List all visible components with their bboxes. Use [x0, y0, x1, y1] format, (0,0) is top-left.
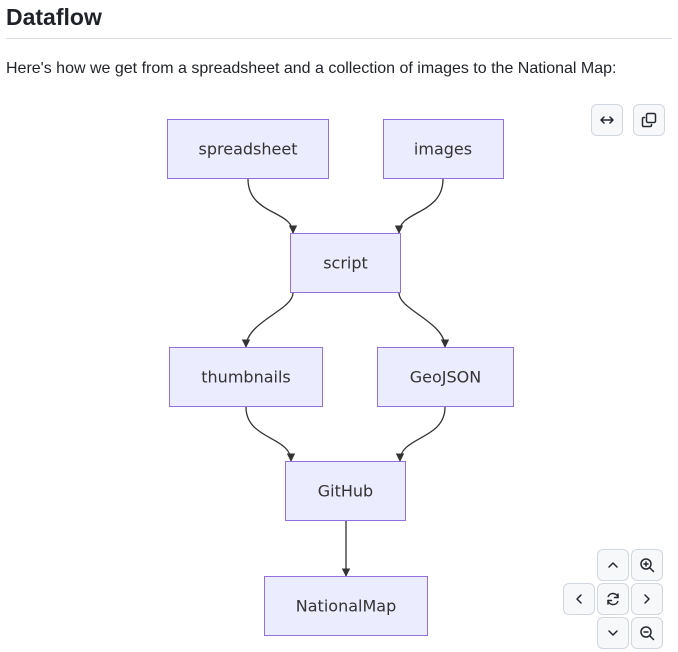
node-script: script — [290, 233, 401, 293]
node-nationalmap: NationalMap — [264, 576, 428, 636]
zoom-out-icon — [640, 626, 655, 641]
node-label: thumbnails — [201, 368, 290, 387]
node-label: GeoJSON — [410, 368, 481, 387]
pan-left-button[interactable] — [563, 583, 595, 615]
chevron-left-icon — [576, 594, 582, 604]
node-images: images — [383, 119, 504, 179]
node-label: spreadsheet — [199, 140, 298, 159]
edge-script-geojson — [398, 292, 450, 348]
node-geojson: GeoJSON — [377, 347, 514, 407]
copy-icon — [641, 112, 657, 128]
zoom-in-icon — [640, 558, 655, 573]
node-label: GitHub — [318, 482, 373, 501]
node-github: GitHub — [285, 461, 406, 521]
node-label: script — [323, 254, 368, 273]
zoom-out-button[interactable] — [631, 617, 663, 649]
edge-thumbnails-github — [245, 406, 296, 462]
reset-icon — [607, 592, 619, 606]
edge-script-thumbnails — [241, 292, 294, 348]
pan-down-button[interactable] — [597, 617, 629, 649]
node-spreadsheet: spreadsheet — [167, 119, 329, 179]
edge-spreadsheet-script — [247, 178, 298, 234]
expand-horizontal-icon — [600, 116, 614, 124]
edge-geojson-github — [395, 406, 446, 462]
pan-right-button[interactable] — [631, 583, 663, 615]
node-label: NationalMap — [296, 597, 396, 616]
heading-divider — [6, 38, 672, 39]
zoom-in-button[interactable] — [631, 549, 663, 581]
chevron-right-icon — [644, 594, 650, 604]
node-label: images — [414, 140, 472, 159]
chevron-up-icon — [608, 562, 618, 568]
section-heading: Dataflow — [6, 4, 102, 30]
intro-paragraph: Here's how we get from a spreadsheet and… — [6, 60, 617, 77]
chevron-down-icon — [608, 630, 618, 636]
expand-horizontal-button[interactable] — [591, 104, 623, 136]
reset-view-button[interactable] — [597, 583, 629, 615]
copy-button[interactable] — [633, 104, 665, 136]
pan-up-button[interactable] — [597, 549, 629, 581]
edge-images-script — [394, 178, 444, 234]
node-thumbnails: thumbnails — [169, 347, 323, 407]
